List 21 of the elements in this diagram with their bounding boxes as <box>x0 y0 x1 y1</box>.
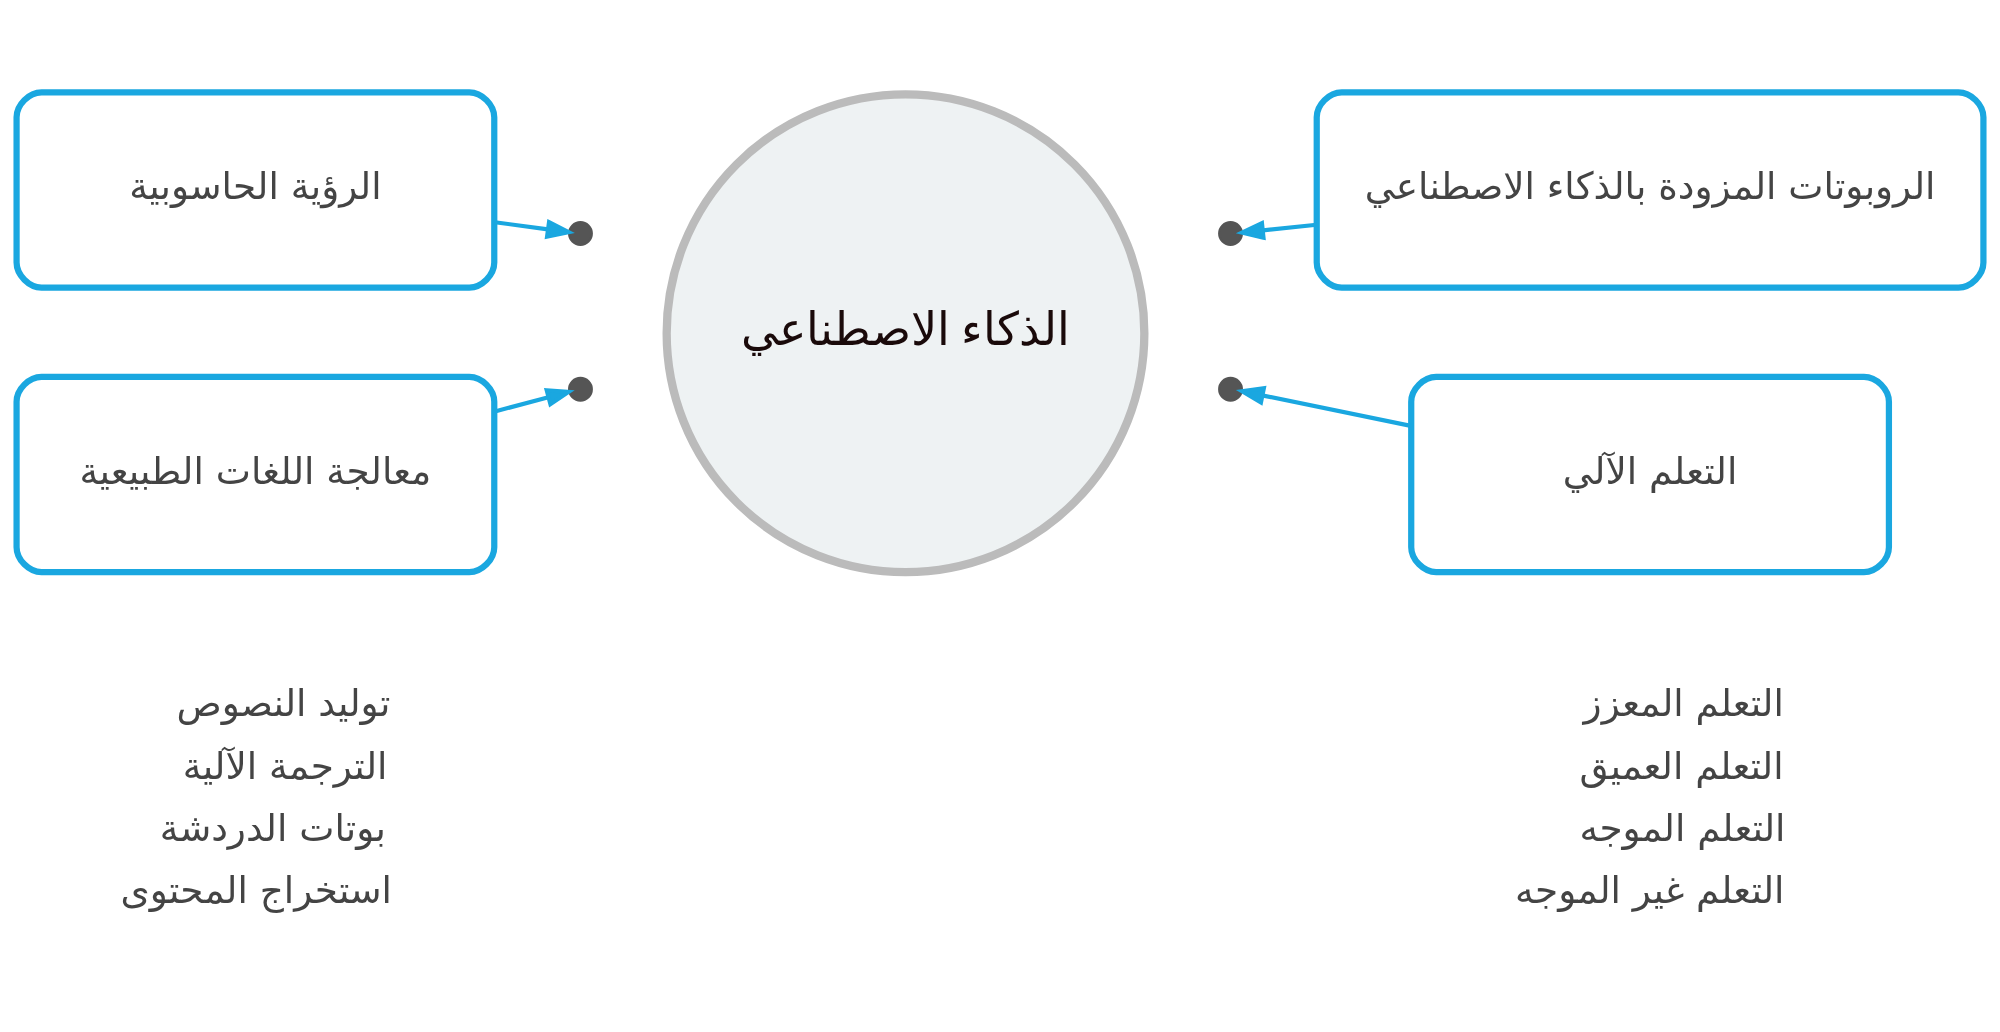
node-label: الترجمة الآلية <box>182 743 388 788</box>
node-circle <box>1218 376 1243 402</box>
node-box: التعلم الآلي <box>1408 373 1893 576</box>
node-label: التعلم غير الموجه <box>1515 868 1785 913</box>
node-label: استخراج المحتوى <box>120 868 392 913</box>
node-circle <box>1218 221 1243 246</box>
node-label: التعلم المعزز <box>1583 681 1784 726</box>
node-label: توليد النصوص <box>176 681 391 726</box>
arrow <box>494 387 575 414</box>
arrow <box>494 219 575 240</box>
node-circle <box>568 376 593 402</box>
node-box: الرؤية الحاسوبية <box>13 89 498 291</box>
node-label: التعلم العميق <box>1579 743 1784 788</box>
node-circle: الذكاء الاصطناعي <box>662 90 1149 577</box>
node-label: التعلم الموجه <box>1579 805 1786 850</box>
node-circle <box>568 221 593 246</box>
arrow <box>1235 220 1317 241</box>
node-label: بوتات الدردشة <box>159 805 386 850</box>
node-box: الروبوتات المزودة بالذكاء الاصطناعي <box>1313 89 1987 291</box>
arrow <box>1235 385 1412 428</box>
node-box: معالجة اللغات الطبيعية <box>13 373 498 576</box>
